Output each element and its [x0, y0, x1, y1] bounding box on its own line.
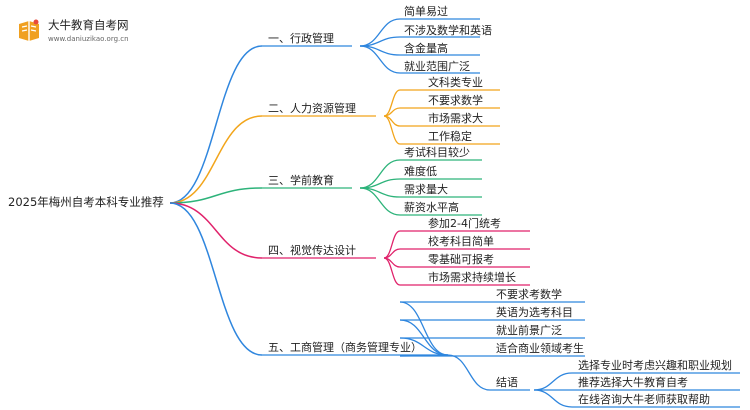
branch-4-leaf-4-link — [383, 257, 401, 286]
branch-2-leaf-4[interactable]: 工作稳定 — [428, 130, 472, 143]
conclusion-leaf-1-link — [533, 372, 573, 391]
branch-4-link — [169, 202, 263, 259]
branch-2-leaf-4-link — [383, 115, 401, 145]
branch-2-leaf-2[interactable]: 不要求数学 — [428, 94, 483, 107]
branch-5-leaf-2[interactable]: 英语为选考科目 — [496, 306, 573, 319]
branch-3-leaf-3[interactable]: 需求量大 — [404, 183, 448, 196]
branch-4-label[interactable]: 四、视觉传达设计 — [268, 244, 356, 257]
branch-5-link — [169, 202, 263, 356]
conclusion-leaf-2[interactable]: 推荐选择大牛教育自考 — [578, 376, 688, 389]
branch-5-label[interactable]: 五、工商管理（商务管理专业） — [268, 341, 422, 354]
conclusion-leaf-3[interactable]: 在线咨询大牛老师获取帮助 — [578, 393, 710, 406]
branch-3-leaf-4-link — [359, 187, 401, 216]
branch-3-leaf-4[interactable]: 薪资水平高 — [404, 201, 459, 214]
branch-1-link — [169, 45, 263, 204]
branch-1-label[interactable]: 一、行政管理 — [268, 32, 334, 45]
branch-5-leaf-1[interactable]: 不要求考数学 — [496, 288, 562, 301]
book-logo-icon — [19, 19, 39, 41]
branch-3-leaf-2[interactable]: 难度低 — [404, 165, 437, 178]
conclusion-label[interactable]: 结语 — [496, 376, 518, 389]
branch-2-leaf-3[interactable]: 市场需求大 — [428, 112, 483, 125]
branch-4-leaf-1[interactable]: 参加2-4门统考 — [428, 217, 501, 230]
branch-3-leaf-1[interactable]: 考试科目较少 — [404, 146, 470, 159]
logo-title: 大牛教育自考网 — [48, 18, 129, 32]
conclusion-link — [447, 354, 491, 391]
branch-4-leaf-3[interactable]: 零基础可报考 — [428, 253, 494, 266]
branch-2-leaf-1[interactable]: 文科类专业 — [428, 76, 483, 89]
logo-url: www.daniuzikao.org.cn — [48, 35, 129, 43]
root-topic[interactable]: 2025年梅州自考本科专业推荐 — [8, 195, 164, 209]
branch-4-leaf-2[interactable]: 校考科目简单 — [428, 235, 494, 248]
branch-2-label[interactable]: 二、人力资源管理 — [268, 102, 356, 115]
branch-2-link — [169, 115, 263, 204]
site-logo[interactable]: 大牛教育自考网 www.daniuzikao.org.cn — [16, 14, 186, 50]
branch-5-leaf-1-link — [399, 301, 449, 356]
branch-5-leaf-3[interactable]: 就业前景广泛 — [496, 324, 562, 337]
branch-1-leaf-2[interactable]: 不涉及数学和英语 — [404, 24, 492, 37]
branch-3-link — [169, 187, 263, 204]
branch-3-label[interactable]: 三、学前教育 — [268, 174, 334, 187]
branch-1-leaf-1[interactable]: 简单易过 — [404, 5, 448, 18]
conclusion-leaf-1[interactable]: 选择专业时考虑兴趣和职业规划 — [578, 359, 732, 372]
branch-4-leaf-4[interactable]: 市场需求持续增长 — [428, 271, 516, 284]
branch-1-leaf-4-link — [359, 45, 401, 74]
branch-1-leaf-4[interactable]: 就业范围广泛 — [404, 60, 470, 73]
branch-5-leaf-4[interactable]: 适合商业领域考生 — [496, 342, 584, 355]
conclusion-leaf-3-link — [533, 389, 573, 408]
branch-1-leaf-3[interactable]: 含金量高 — [404, 42, 448, 55]
